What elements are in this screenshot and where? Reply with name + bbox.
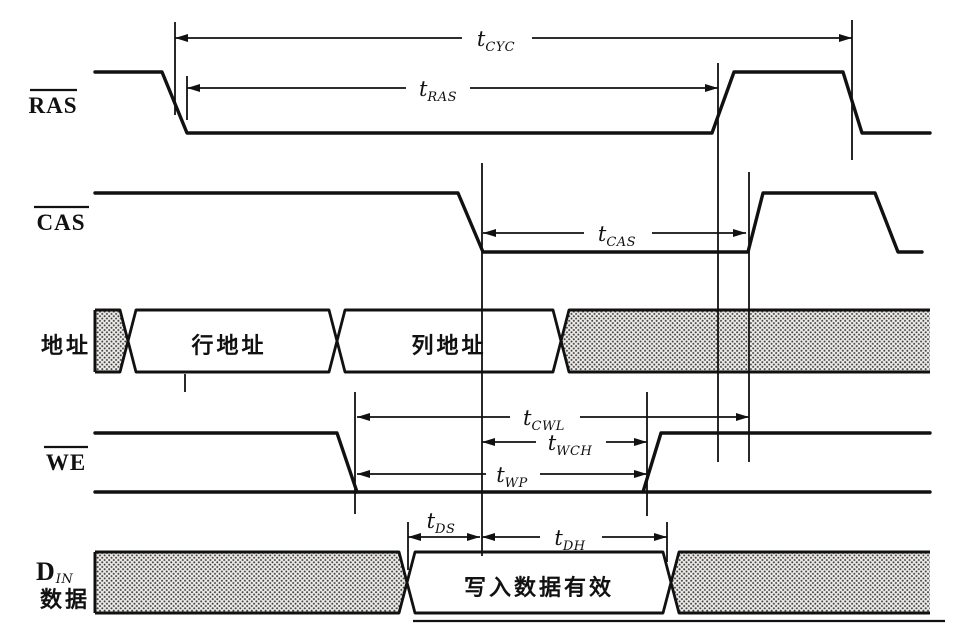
- address-bus-shaded-regions: [95, 310, 930, 372]
- we-waveform-high-right: [641, 431, 932, 494]
- t-ras-label: tRAS: [419, 77, 457, 105]
- address-bus-crossover-2: [327, 308, 347, 374]
- dimension-arrows: [175, 38, 852, 537]
- signal-label-din: DIN: [36, 557, 73, 587]
- timing-labels: tCYC tRAS tCAS tCWL tWCH tWP tDS tDH: [419, 27, 636, 554]
- we-waveform-high-left: [93, 431, 359, 494]
- row-address-segment-label: 行地址: [190, 333, 266, 359]
- data-bus-shaded-left: [95, 552, 407, 613]
- signal-label-data: 数据: [40, 587, 90, 613]
- t-ds-label: tDS: [427, 509, 456, 537]
- column-address-segment-label: 列地址: [411, 334, 486, 359]
- t-cas-label: tCAS: [598, 222, 636, 250]
- address-bus-shaded-left: [95, 310, 128, 372]
- address-bus-crossover-1: [118, 308, 138, 374]
- t-cwl-label: tCWL: [523, 406, 565, 434]
- data-bus-shaded-regions: [95, 552, 930, 613]
- ras-waveform: [93, 70, 932, 135]
- data-bus-crossover-2: [661, 550, 681, 615]
- address-bus-shaded-right: [561, 310, 930, 372]
- t-wch-label: tWCH: [548, 431, 593, 459]
- data-bus-crossover-1: [397, 550, 417, 615]
- signal-label-ras: RAS: [28, 93, 77, 118]
- signal-label-we: WE: [46, 450, 86, 475]
- t-cyc-label: tCYC: [477, 27, 515, 55]
- cas-waveform: [93, 191, 924, 254]
- data-bus-shaded-right: [671, 552, 930, 613]
- signal-label-cas: CAS: [36, 210, 85, 235]
- t-dh-label: tDH: [554, 526, 585, 554]
- address-bus-crossover-3: [551, 308, 571, 374]
- t-wp-label: tWP: [496, 463, 528, 491]
- signal-label-address: 地址: [41, 334, 91, 359]
- write-data-valid-label: 写入数据有效: [464, 575, 614, 601]
- data-bus-outline: [93, 550, 930, 615]
